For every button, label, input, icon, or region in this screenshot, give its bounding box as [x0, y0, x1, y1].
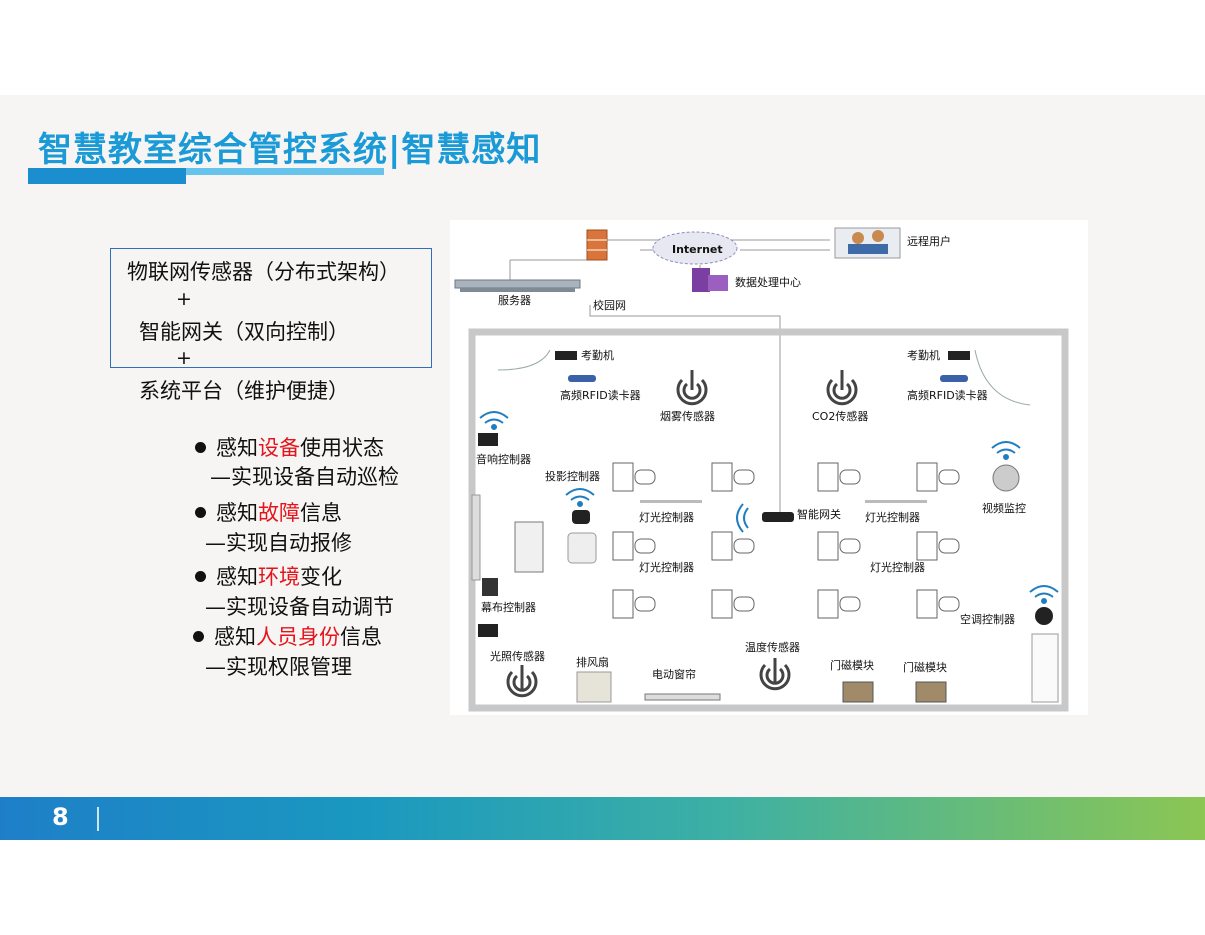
wifi-icon	[565, 488, 595, 507]
exhaust-fan-icon	[576, 671, 612, 703]
door-sensor-icon	[915, 681, 947, 703]
door-sensor-2-label: 门磁模块	[903, 660, 947, 674]
electric-curtain-label: 电动窗帘	[652, 667, 696, 681]
light-fixtures	[612, 462, 960, 619]
internet-label: Internet	[672, 243, 723, 256]
title-underline-light	[186, 168, 384, 175]
bullet-identity-sub: —实现权限管理	[205, 655, 352, 679]
whiteboard-icon	[471, 494, 481, 581]
smart-gateway-label: 智能网关	[797, 507, 841, 521]
server-icon	[454, 279, 581, 292]
title-underline-dark	[28, 168, 186, 184]
bullet-fault-sub: —实现自动报修	[205, 531, 352, 555]
page-number: 8	[52, 803, 69, 831]
light-controller-bar	[640, 500, 702, 503]
podium-icon	[514, 521, 544, 573]
architecture-box	[110, 248, 432, 368]
firewall-icon	[586, 229, 608, 261]
attendance-left-label: 考勤机	[581, 348, 614, 362]
projector-controller-icon	[572, 510, 590, 524]
data-center-label: 数据处理中心	[735, 275, 801, 289]
smoke-sensor-icon	[676, 370, 708, 406]
wifi-icon	[991, 441, 1021, 460]
co2-sensor-label: CO2传感器	[812, 410, 868, 423]
door-sensor-1-label: 门磁模块	[830, 658, 874, 672]
light-controller-4-label: 灯光控制器	[870, 560, 925, 574]
door-arc-right	[974, 349, 1031, 406]
rfid-right-label: 高频RFID读卡器	[907, 388, 988, 402]
wifi-icon	[479, 411, 509, 430]
remote-user-label: 远程用户	[907, 234, 951, 248]
video-surveillance-label: 视频监控	[982, 501, 1026, 515]
light-controller-2-label: 灯光控制器	[865, 510, 920, 524]
bullet-device-sub: —实现设备自动巡检	[210, 465, 399, 489]
internet-cloud-icon	[652, 231, 738, 265]
video-camera-icon	[992, 464, 1020, 492]
plus-sign: +	[176, 288, 192, 310]
footer-bar	[0, 797, 1205, 840]
light-controller-1-label: 灯光控制器	[639, 510, 694, 524]
rfid-reader-icon	[940, 375, 968, 382]
smart-gateway-icon	[762, 512, 794, 522]
attendance-right-label: 考勤机	[907, 348, 940, 362]
audio-controller-label: 音响控制器	[476, 452, 531, 466]
plus-sign: +	[176, 347, 192, 369]
smoke-sensor-label: 烟雾传感器	[660, 409, 715, 423]
projector-controller-label: 投影控制器	[545, 469, 600, 483]
light-controller-3-label: 灯光控制器	[639, 560, 694, 574]
audio-controller-icon	[478, 433, 498, 446]
attendance-machine-icon	[555, 351, 577, 360]
classroom-diagram: Internet 远程用户 数据处理中心 服务器 校园网 考勤机 考勤机 高频R…	[450, 220, 1088, 715]
rfid-reader-icon	[568, 375, 596, 382]
bullet-environment: 感知环境变化	[195, 561, 342, 591]
light-controller-bar	[865, 500, 927, 503]
campus-network-label: 校园网	[593, 298, 626, 312]
page-title: 智慧教室综合管控系统|智慧感知	[38, 130, 542, 170]
air-conditioner-icon	[1031, 633, 1059, 703]
attendance-machine-icon	[948, 351, 970, 360]
bullet-identity: 感知人员身份信息	[193, 621, 382, 651]
remote-user-icon	[834, 227, 901, 259]
page-number-separator	[97, 807, 99, 831]
exhaust-fan-label: 排风扇	[576, 655, 609, 669]
screen-controller-label: 幕布控制器	[481, 600, 536, 614]
door-sensor-icon	[842, 681, 874, 703]
gateway-text: 智能网关（双向控制）	[139, 320, 349, 344]
rfid-left-label: 高频RFID读卡器	[560, 388, 641, 402]
ac-controller-label: 空调控制器	[960, 612, 1015, 626]
electric-curtain-icon	[644, 693, 721, 701]
iot-sensor-text: 物联网传感器（分布式架构）	[127, 260, 400, 284]
bullet-environment-sub: —实现设备自动调节	[205, 595, 394, 619]
projector-icon	[567, 532, 597, 564]
illumination-sensor-icon	[506, 665, 538, 698]
wifi-icon	[736, 503, 749, 533]
illumination-sensor-label: 光照传感器	[490, 649, 545, 663]
temperature-sensor-icon	[759, 658, 791, 691]
door-arc-left	[497, 349, 551, 371]
bullet-device: 感知设备使用状态	[195, 432, 384, 462]
server-label: 服务器	[498, 294, 531, 307]
ac-controller-icon	[1035, 607, 1053, 625]
co2-sensor-icon	[826, 370, 858, 406]
screen-controller-icon	[482, 578, 498, 596]
wifi-icon	[1029, 585, 1059, 604]
data-center-icon	[692, 268, 728, 292]
platform-text: 系统平台（维护便捷）	[139, 379, 349, 403]
screen-motor-icon	[478, 624, 498, 637]
temperature-sensor-label: 温度传感器	[745, 640, 800, 654]
bullet-fault: 感知故障信息	[195, 497, 342, 527]
